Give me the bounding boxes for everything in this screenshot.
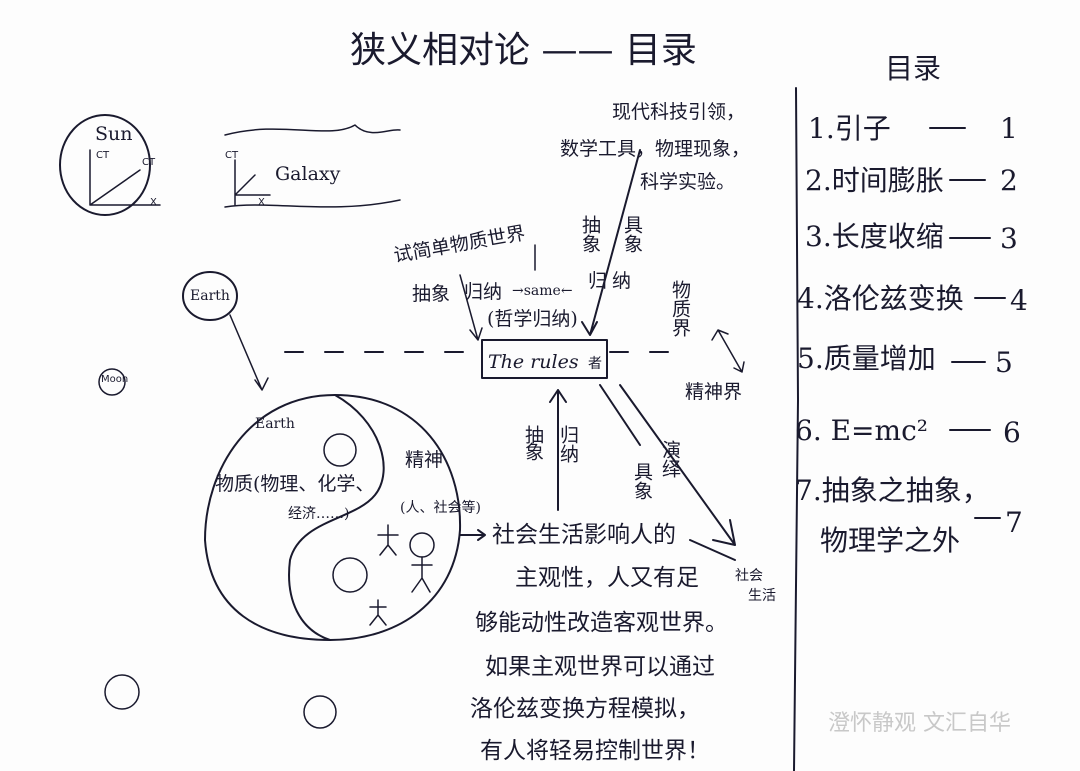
galaxy-diagram: CT X Galaxy xyxy=(224,124,401,208)
moon-node: Moon xyxy=(98,368,128,396)
concrete-label: 具象 xyxy=(621,215,643,253)
clock-icon xyxy=(303,695,337,729)
paragraph-line: 社会生活影响人的 xyxy=(492,522,676,548)
concrete-label: 具象 xyxy=(631,462,653,500)
spirit-realm-label: 精神界 xyxy=(685,381,742,403)
galaxy-label: Galaxy xyxy=(275,163,341,185)
life-label: 生活 xyxy=(748,588,776,604)
deduce-label: 演绎 xyxy=(659,440,681,478)
earth-node: Earth xyxy=(182,271,269,391)
tech-text: 现代科技引领， xyxy=(612,101,745,123)
society-label: 社会 xyxy=(735,568,763,584)
tech-text: 数学工具，物理现象， xyxy=(560,138,750,160)
toc-item-label: 1.引子 xyxy=(808,112,891,145)
material-realm-label: 物质界 xyxy=(669,280,691,337)
philosophy-label: (哲学归纳) xyxy=(487,308,578,330)
paragraph-line: 够能动性改造客观世界。 xyxy=(475,610,728,636)
rules-label: The rules xyxy=(488,351,579,373)
clock-icon xyxy=(104,674,140,710)
toc-item-label: 2.时间膨胀 xyxy=(805,164,944,197)
abstract-label: 抽象 xyxy=(412,283,450,305)
toc-item-page: 4 xyxy=(1010,284,1028,317)
watermark: 澄怀静观 文汇自华 xyxy=(828,711,1011,736)
matter-label: 物质(物理、化学、 xyxy=(215,473,374,495)
rules-box xyxy=(481,339,608,379)
paragraph-line: 洛伦兹变换方程模拟， xyxy=(470,696,700,722)
toc-item-label-2: 物理学之外 xyxy=(820,524,960,557)
ct-label: CT xyxy=(225,150,239,161)
table-of-contents: 目录 1.引子 1 2.时间膨胀 2 3.长度收缩 3 4.洛伦兹变换 4 5.… xyxy=(795,52,1028,557)
toc-item-page: 3 xyxy=(1000,222,1018,255)
page-title: 狭义相对论 —— 目录 xyxy=(350,30,697,71)
induce-label: 归纳 xyxy=(464,281,502,303)
earth-label: Earth xyxy=(255,416,295,432)
x-label: X xyxy=(258,197,265,208)
toc-item-label: 6. E=mc² xyxy=(795,414,928,447)
toc-item-label: 3.长度收缩 xyxy=(805,220,944,253)
paragraph-line: 如果主观世界可以通过 xyxy=(485,654,715,680)
spirit-label-2: (人、社会等) xyxy=(400,499,481,516)
induce-label: 归 xyxy=(588,270,607,292)
sun-diagram: Sun CT CT X xyxy=(59,114,161,216)
earth-label: Earth xyxy=(190,288,230,304)
abstract-label: 抽象 xyxy=(579,215,601,253)
ct-label: CT xyxy=(142,157,156,168)
toc-item-page: 2 xyxy=(1000,164,1018,197)
induce-label: 归纳 xyxy=(557,425,579,463)
moon-label: Moon xyxy=(101,374,128,385)
toc-item-label: 7.抽象之抽象， xyxy=(795,474,990,507)
lower-flow: 抽象 归纳 演绎 具象 社会 生活 xyxy=(522,384,776,604)
upper-section: 现代科技引领， 数学工具，物理现象， 科学实验。 抽象 具象 归 纳 试简单物质… xyxy=(392,101,750,403)
toc-divider xyxy=(793,87,799,771)
x-label: X xyxy=(150,197,157,208)
toc-item-page: 7 xyxy=(1005,506,1023,539)
induce-label: 纳 xyxy=(612,270,631,292)
toc-item-label: 5.质量增加 xyxy=(797,342,936,375)
conclusion-paragraph: 社会生活影响人的 主观性，人又有足 够能动性改造客观世界。 如果主观世界可以通过… xyxy=(470,522,728,764)
toc-heading: 目录 xyxy=(885,52,941,85)
tech-text: 科学实验。 xyxy=(640,171,735,193)
toc-item-page: 1 xyxy=(1000,112,1018,145)
sun-label: Sun xyxy=(95,123,133,145)
earth-yinyang: Earth 物质(物理、化学、 经济……) 精神 (人、社会等) xyxy=(204,394,486,641)
toc-item-label: 4.洛伦兹变换 xyxy=(797,282,964,315)
same-label: →same← xyxy=(512,283,573,299)
paragraph-line: 有人将轻易控制世界！ xyxy=(480,738,710,764)
ct-label: CT xyxy=(96,150,110,161)
stick-figure xyxy=(369,524,433,626)
toc-item-page: 6 xyxy=(1003,416,1021,449)
abstract-label: 抽象 xyxy=(522,425,544,461)
rules-suffix: 者 xyxy=(588,356,602,372)
paragraph-line: 主观性，人又有足 xyxy=(515,565,699,591)
toc-item-page: 5 xyxy=(995,346,1013,379)
spirit-label: 精神 xyxy=(405,449,443,471)
matter-label-2: 经济……) xyxy=(288,506,349,522)
